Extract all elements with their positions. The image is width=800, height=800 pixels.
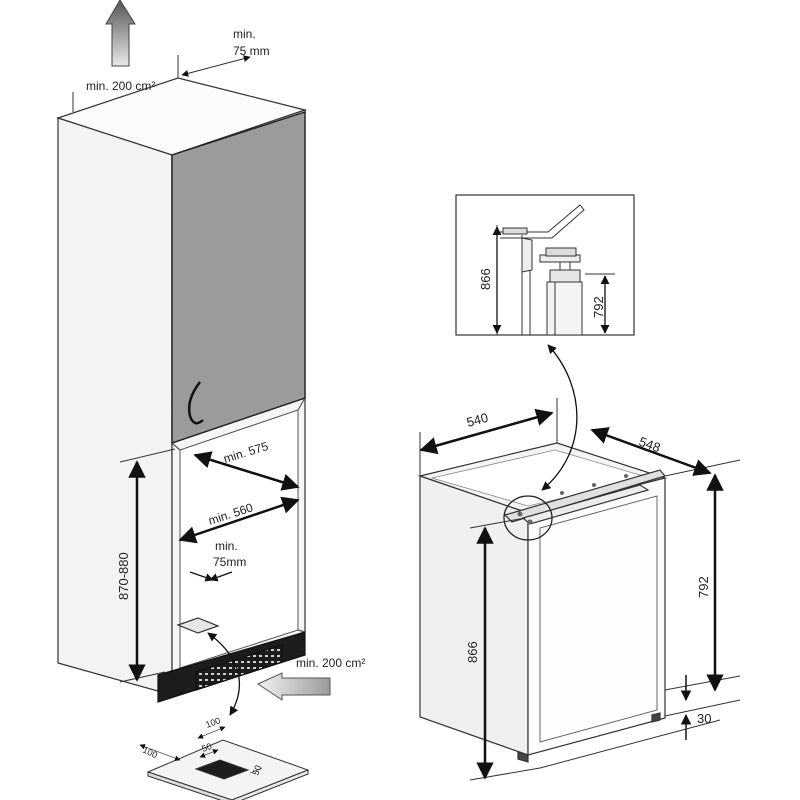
appliance-width-label: 540 <box>465 410 490 430</box>
vent-cutout <box>194 759 250 780</box>
top-gap-label-1: min. <box>233 27 256 41</box>
vent-top-label: min. 200 cm² <box>86 79 155 93</box>
detail-792-label: 792 <box>591 296 606 318</box>
hinge-detail-box <box>455 194 635 336</box>
upper-door <box>171 111 306 444</box>
appliance-height-right-label: 792 <box>696 576 711 598</box>
cutout-dim-3: 50 <box>200 741 213 754</box>
detail-866-label: 866 <box>478 268 493 290</box>
detail-link-arrow <box>541 344 578 491</box>
hinge-detail-circle <box>503 495 553 541</box>
top-gap-label-2: 75 mm <box>233 44 270 58</box>
door-handle <box>187 381 204 425</box>
cutout-dim-1: 100 <box>141 745 159 760</box>
vent-cutout-plate <box>146 739 310 800</box>
appliance-foot-label: 30 <box>697 711 711 726</box>
cutout-dim-2: 100 <box>204 715 222 730</box>
vent-in-arrow <box>256 672 331 701</box>
appliance-depth-label: 548 <box>637 434 663 456</box>
cabinet-side-panel <box>57 117 173 696</box>
back-gap-label-2: 75mm <box>213 555 246 569</box>
cutout-link-arrow <box>207 632 241 716</box>
cutout-dim-4: 50 <box>250 764 263 777</box>
vent-up-arrow <box>105 0 136 67</box>
niche-height-label: 870-880 <box>116 552 131 600</box>
appliance-height-left-label: 866 <box>465 641 480 663</box>
vent-bottom-label: min. 200 cm² <box>296 656 365 670</box>
floor-vent-hole <box>176 617 220 634</box>
back-gap-label-1: min. <box>215 539 238 553</box>
cabinet <box>56 77 308 703</box>
appliance <box>417 442 668 763</box>
